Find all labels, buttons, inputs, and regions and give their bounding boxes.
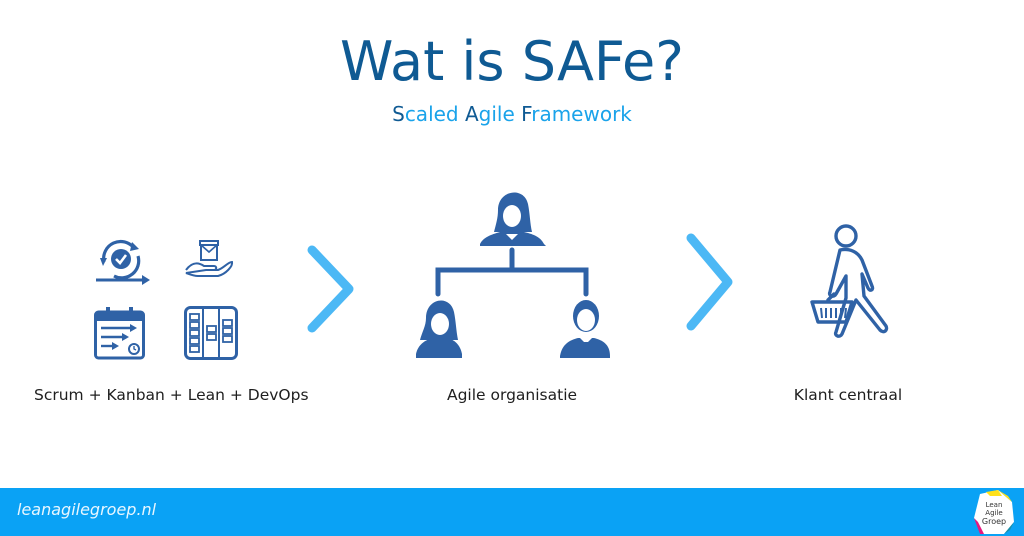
subtitle-rest-3: ramework bbox=[531, 102, 632, 126]
logo-text-lean: Lean bbox=[986, 501, 1003, 509]
kanban-board-icon bbox=[184, 306, 238, 360]
page-subtitle: Scaled Agile Framework bbox=[0, 100, 1024, 128]
logo-text-groep: Groep bbox=[982, 517, 1006, 526]
subtitle-rest-2: gile bbox=[478, 102, 522, 126]
step-label-methods: Scrum + Kanban + Lean + DevOps bbox=[34, 386, 309, 404]
chevron-right-icon bbox=[684, 232, 734, 332]
scrum-cycle-icon bbox=[92, 236, 152, 286]
logo-text-agile: Agile bbox=[985, 509, 1002, 517]
subtitle-initial-a: A bbox=[464, 102, 479, 126]
subtitle-rest-1: caled bbox=[404, 102, 465, 126]
subtitle-initial-s: S bbox=[392, 102, 405, 126]
lean-delivery-icon bbox=[184, 240, 234, 280]
page-title: Wat is SAFe? bbox=[340, 30, 684, 93]
calendar-flow-icon bbox=[94, 306, 146, 360]
shopper-with-basket-icon bbox=[806, 222, 896, 340]
website-link[interactable]: leanagilegroep.nl bbox=[17, 500, 157, 519]
footer-bar: leanagilegroep.nl Lean Agile Groep bbox=[0, 488, 1024, 536]
lean-agile-groep-logo: Lean Agile Groep bbox=[968, 488, 1018, 536]
org-chart-icon bbox=[414, 180, 610, 360]
step-label-customer: Klant centraal bbox=[793, 386, 903, 404]
step-label-organisation: Agile organisatie bbox=[446, 386, 578, 404]
chevron-right-icon bbox=[305, 244, 355, 334]
subtitle-initial-f: F bbox=[521, 102, 532, 126]
